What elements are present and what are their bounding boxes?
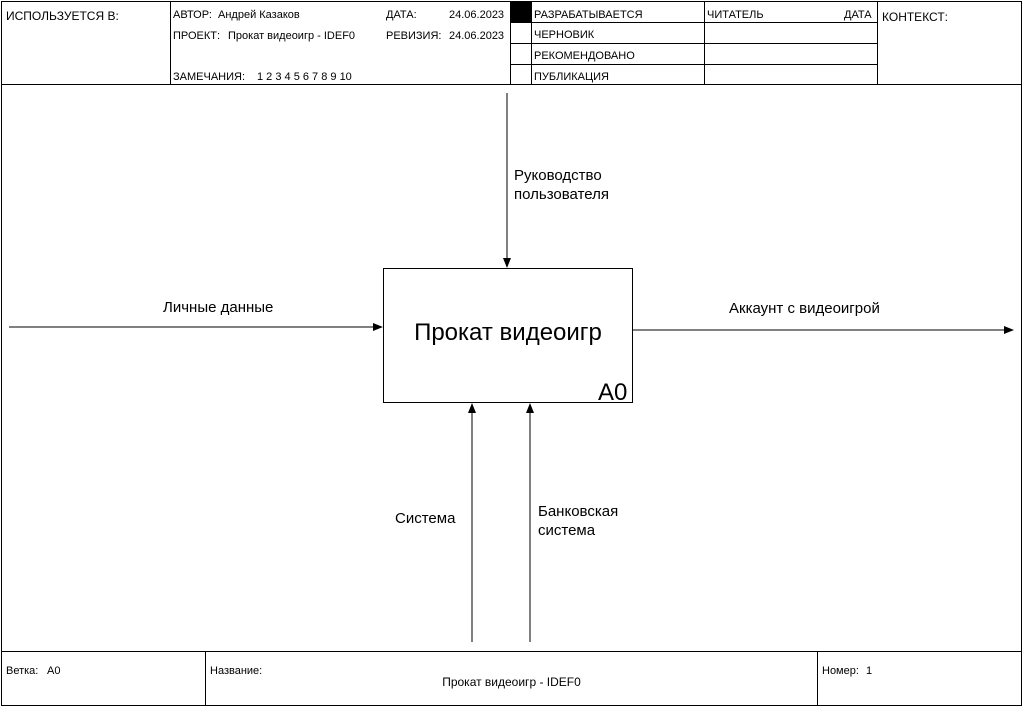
title-label: Название: [210, 665, 263, 677]
notes-label: ЗАМЕЧАНИЯ: [173, 71, 245, 83]
activity-name: Прокат видеоигр [414, 319, 602, 346]
context-label: КОНТЕКСТ: [882, 10, 948, 24]
control-label: Руководство [514, 167, 602, 184]
date-value: 24.06.2023 [449, 9, 505, 21]
mechanism-label: Банковская [538, 503, 619, 520]
activity-box[interactable] [383, 268, 633, 403]
project-value: Прокат видеоигр - IDEF0 [228, 30, 356, 42]
revision-label: РЕВИЗИЯ: [386, 30, 442, 42]
mechanism-label: Система [395, 510, 456, 527]
status-active-marker [511, 2, 531, 22]
node-label: Ветка: [6, 665, 39, 677]
number-label: Номер: [822, 665, 859, 677]
diagram-title: Прокат видеоигр - IDEF0 [442, 675, 581, 689]
number-value: 1 [866, 665, 873, 677]
control-label: пользователя [514, 186, 609, 203]
author-value: Андрей Казаков [218, 9, 300, 21]
status-item: ПУБЛИКАЦИЯ [534, 71, 609, 83]
reader-label: ЧИТАТЕЛЬ [707, 9, 764, 21]
status-item: РЕКОМЕНДОВАНО [534, 50, 635, 62]
status-item: РАЗРАБАТЫВАЕТСЯ [534, 9, 643, 21]
notes-value: 1 2 3 4 5 6 7 8 9 10 [257, 71, 352, 83]
project-label: ПРОЕКТ: [173, 30, 221, 42]
reader-date-label: ДАТА [844, 9, 872, 21]
output-label: Аккаунт с видеоигрой [729, 300, 880, 317]
revision-value: 24.06.2023 [449, 30, 505, 42]
mechanism-label: система [538, 522, 596, 539]
date-label: ДАТА: [386, 9, 417, 21]
input-label: Личные данные [163, 299, 274, 316]
used-in-label: ИСПОЛЬЗУЕТСЯ В: [6, 9, 119, 23]
activity-node-id: A0 [598, 379, 628, 406]
node-value: A0 [47, 665, 61, 677]
status-item: ЧЕРНОВИК [534, 29, 595, 41]
author-label: АВТОР: [173, 9, 212, 21]
